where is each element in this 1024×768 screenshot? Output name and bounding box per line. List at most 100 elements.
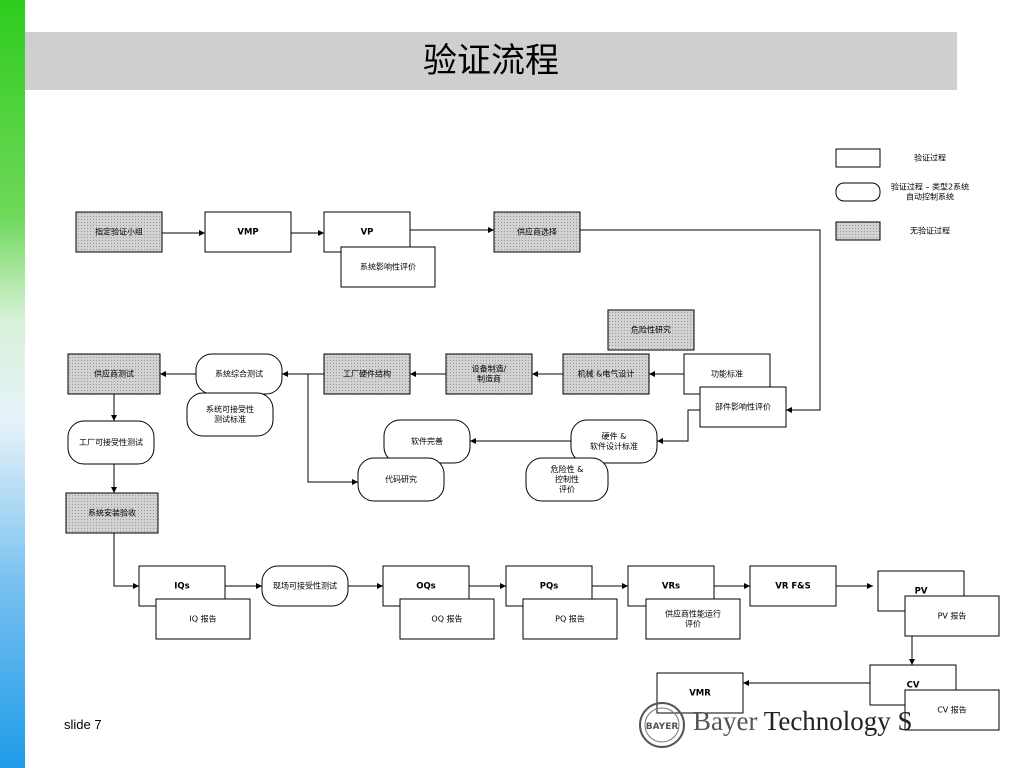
node-label: OQ 报告 [431, 614, 462, 624]
node-box [749, 565, 837, 607]
node-label: 供应商测试 [94, 369, 134, 379]
node-n1: 指定验证小组 [75, 211, 163, 253]
node-label: CV 报告 [937, 705, 967, 715]
side-gradient-bar [0, 0, 25, 768]
node-box [186, 392, 274, 437]
legend-swatch [835, 182, 881, 202]
node-box [522, 598, 618, 640]
logo-text: BAYER [646, 722, 679, 732]
node-box [67, 353, 161, 395]
node-label: 部件影响性评价 [715, 402, 771, 412]
node-label: VMP [237, 228, 258, 238]
node-label: 系统可接受性 [206, 404, 254, 414]
node-label: PQ 报告 [555, 614, 585, 624]
node-box [155, 598, 251, 640]
node-n16: 硬件 &软件设计标准 [570, 419, 658, 464]
node-box [357, 457, 445, 502]
node-n15: 工厂可接受性测试 [67, 420, 155, 465]
node-box [75, 211, 163, 253]
node-label: 功能标准 [711, 369, 743, 379]
node-box [323, 353, 411, 395]
legend-label: 验证过程 – 类型2系统 [891, 182, 969, 192]
node-box [525, 457, 609, 502]
flow-arrow [307, 374, 358, 485]
node-box [607, 309, 695, 351]
node-box [570, 419, 658, 464]
node-n3: VP [323, 211, 411, 253]
node-label: 代码研究 [385, 474, 417, 484]
legend-swatch [835, 148, 881, 168]
legend-item: 无验证过程 [835, 221, 950, 241]
node-label: IQs [174, 582, 189, 592]
flow-arrow [113, 533, 139, 589]
brand-name: Bayer Technology S [693, 706, 913, 737]
node-n25: OQ 报告 [399, 598, 495, 640]
node-box [340, 246, 436, 288]
node-n8: 部件影响性评价 [699, 386, 787, 428]
node-label: OQs [416, 582, 436, 592]
node-n22: IQ 报告 [155, 598, 251, 640]
brand-word-2: Technology S [763, 706, 913, 736]
node-box [65, 492, 159, 534]
node-box [399, 598, 495, 640]
node-n20: 系统安装验收 [65, 492, 159, 534]
node-label: 设备制造/ [472, 364, 507, 374]
brand-word-1: Bayer [693, 706, 758, 736]
node-n14: 供应商测试 [67, 353, 161, 395]
node-n6: 危险性研究 [607, 309, 695, 351]
node-label: 软件设计标准 [590, 441, 638, 451]
node-label: VR F&S [775, 582, 810, 592]
legend-item: 验证过程 [835, 148, 946, 168]
node-label: PV 报告 [938, 611, 967, 621]
node-n2: VMP [204, 211, 292, 253]
page-title: 验证流程 [423, 41, 559, 81]
node-n10: 设备制造/制造商 [445, 353, 533, 395]
node-label: 危险性研究 [631, 325, 671, 335]
node-box [445, 353, 533, 395]
node-box [261, 565, 349, 607]
node-label: 评价 [559, 485, 575, 494]
node-box [904, 689, 1000, 731]
node-box [562, 353, 650, 395]
node-label: IQ 报告 [189, 614, 216, 624]
legend-swatch [835, 221, 881, 241]
node-label: CV [907, 681, 920, 691]
node-n30: VR F&S [749, 565, 837, 607]
node-n9: 机械 &电气设计 [562, 353, 650, 395]
node-label: 硬件 & [602, 431, 627, 441]
node-n18: 软件完善 [383, 419, 471, 464]
node-n34: CV 报告 [904, 689, 1000, 731]
node-label: 指定验证小组 [95, 227, 143, 237]
flow-arrow [580, 229, 821, 413]
node-label: 测试标准 [214, 414, 246, 424]
node-label: 系统影响性评价 [360, 262, 416, 272]
legend-label: 自动控制系统 [906, 192, 954, 202]
slide-number: slide 7 [64, 717, 102, 732]
node-n5: 供应商选择 [493, 211, 581, 253]
node-n27: PQ 报告 [522, 598, 618, 640]
node-label: 现场可接受性测试 [273, 581, 337, 591]
legend-label: 无验证过程 [910, 226, 950, 236]
node-n12: 系统综合测试 [195, 353, 283, 395]
node-n11: 工厂硬件结构 [323, 353, 411, 395]
node-box [656, 672, 744, 714]
node-n23: 现场可接受性测试 [261, 565, 349, 607]
node-label: 危险性 & [551, 464, 584, 474]
node-label: VP [361, 228, 374, 238]
node-label: PQs [540, 582, 559, 592]
node-label: 控制性 [555, 474, 579, 484]
node-label: 系统安装验收 [88, 508, 136, 518]
node-label: 供应商选择 [517, 227, 557, 237]
node-label: 供应商性能运行 [665, 609, 721, 619]
node-box [67, 420, 155, 465]
node-label: 评价 [685, 620, 701, 629]
node-n19: 代码研究 [357, 457, 445, 502]
flow-arrow [657, 409, 700, 444]
node-box [493, 211, 581, 253]
